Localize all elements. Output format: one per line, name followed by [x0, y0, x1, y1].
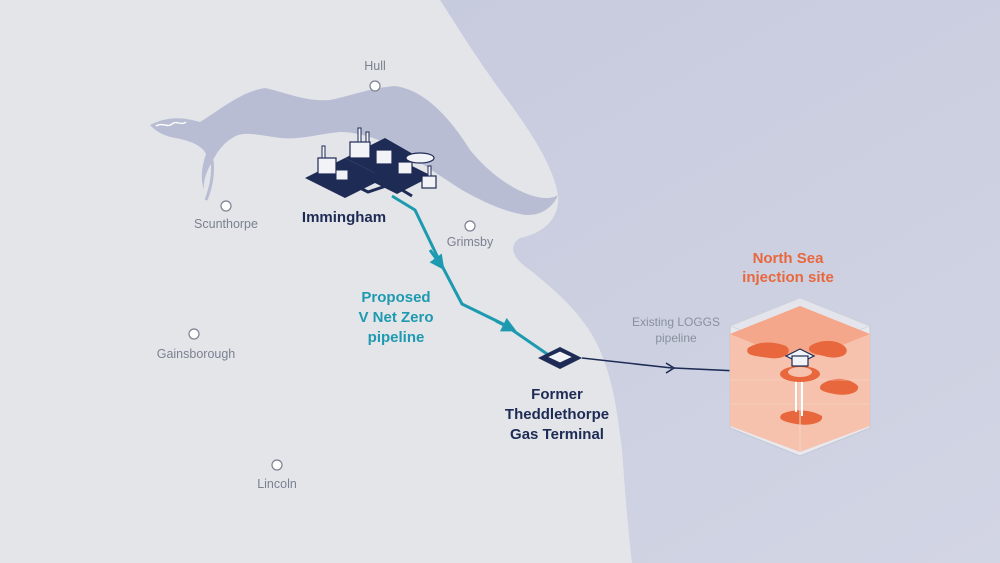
town-marker-grimsby: [464, 220, 476, 232]
existing-pipeline-label-line-2: pipeline: [655, 331, 697, 345]
immingham-industrial-icon: [305, 127, 437, 198]
injection-label-line-2: injection site: [742, 269, 834, 286]
town-label-lincoln: Lincoln: [257, 477, 297, 491]
terminal-label-line-1: Former: [531, 386, 583, 403]
humber-estuary: [150, 86, 558, 216]
river-mouth-detail: [155, 121, 187, 127]
town-marker-lincoln: [271, 459, 283, 471]
terminal-icon: [538, 347, 582, 369]
town-label-hull: Hull: [364, 59, 386, 73]
proposed-pipeline-label-line-2: V Net Zero: [358, 309, 433, 326]
land-area: [0, 0, 632, 563]
site-label-immingham: Immingham: [302, 209, 386, 226]
town-label-scunthorpe: Scunthorpe: [194, 217, 258, 231]
pipeline-arrow-1: [428, 249, 445, 271]
town-marker-scunthorpe: [220, 200, 232, 212]
existing-pipeline-route: [581, 357, 673, 369]
terminal-label-line-2: Theddlethorpe: [505, 406, 609, 423]
proposed-pipeline-label-line-1: Proposed: [361, 289, 430, 306]
proposed-pipeline-label-line-3: pipeline: [368, 329, 425, 346]
town-label-gainsborough: Gainsborough: [157, 347, 236, 361]
town-label-grimsby: Grimsby: [447, 235, 494, 249]
injection-label-line-1: North Sea: [753, 250, 825, 267]
town-marker-hull: [369, 80, 381, 92]
town-marker-gainsborough: [188, 328, 200, 340]
pipeline-arrow-2: [495, 317, 517, 332]
terminal-label-line-3: Gas Terminal: [510, 426, 604, 443]
injection-site-icon: [728, 297, 872, 457]
river-trent: [204, 159, 214, 201]
existing-pipeline-label-line-1: Existing LOGGS: [632, 315, 720, 329]
